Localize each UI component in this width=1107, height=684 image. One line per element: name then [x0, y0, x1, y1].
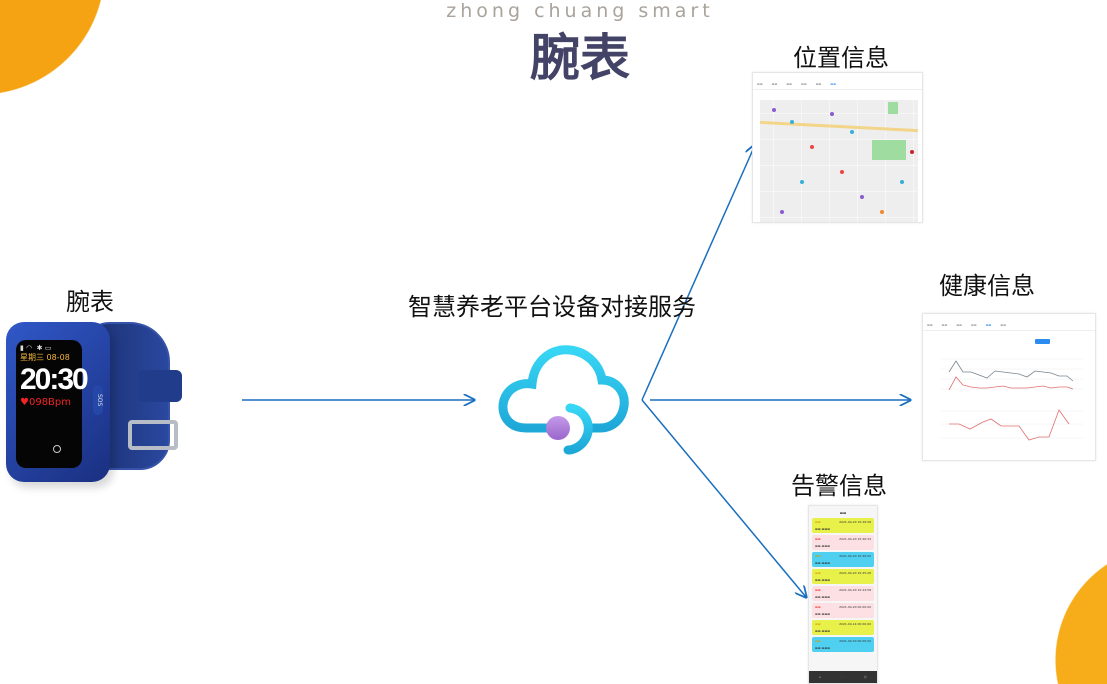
alarm-list-item: ▬▬2021-04-14 00:00:00▬▬ ▬▬▬ [812, 620, 874, 635]
alarm-time: 2021-04-20 15:26:58 [839, 520, 871, 524]
decorative-corner-top-left [0, 0, 106, 95]
alarm-time: 2021-04-20 15:24:58 [839, 588, 871, 592]
alarm-icon: ♡ [841, 675, 844, 679]
watch-weekday: 星期三 [20, 353, 44, 362]
cloud-service-icon [498, 345, 629, 455]
home-icon: ⌂ [819, 675, 821, 679]
location-map-screenshot: ▬▬▬▬▬▬▬▬▬▬▬▬ [752, 72, 923, 223]
sos-button: SOS [93, 385, 103, 415]
alarm-list-screenshot: ▬▬ ▬▬2021-04-20 15:26:58▬▬ ▬▬▬▬▬2021-04-… [808, 505, 878, 684]
watch-date: 08-08 [46, 353, 70, 362]
watch-heart-rate: 098Bpm [28, 397, 72, 408]
page-title: 腕表 [530, 29, 630, 87]
alarm-time: 2021-04-20 15:26:05 [839, 554, 871, 558]
alarm-time: 2021-04-20 00:00:00 [839, 639, 871, 643]
thumb-tabs: ▬▬▬▬▬▬▬▬▬▬▬▬ [753, 82, 922, 90]
alarm-list: ▬▬2021-04-20 15:26:58▬▬ ▬▬▬ ▬▬2021-04-20 … [809, 518, 877, 652]
watch-time: 20:30 [20, 363, 89, 396]
alarm-list-item: ▬▬2021-04-20 15:26:34▬▬ ▬▬▬ [812, 535, 874, 550]
health-mini-charts [941, 358, 1083, 441]
service-label: 智慧养老平台设备对接服务 [408, 293, 696, 321]
heart-icon: ♥ [20, 397, 29, 408]
search-button [1035, 339, 1050, 344]
watch-buckle [128, 420, 178, 450]
alarm-time: 2021-04-20 15:26:34 [839, 537, 871, 541]
health-chart-screenshot: ▬▬▬▬▬▬▬▬▬▬▬▬ [922, 313, 1096, 461]
user-icon: ☺ [863, 675, 867, 679]
watch-strap-keeper [138, 370, 182, 402]
arrow-to-alarm [641, 399, 806, 597]
home-button-icon [53, 445, 61, 453]
watch-screen: ▮ ◠ ✱ ▭ 星期三 08-08 20:30 ♥098Bpm [16, 340, 89, 468]
thumb-header [753, 73, 922, 82]
alarm-time: 2021-04-14 00:00:00 [839, 622, 871, 626]
brand-subtitle: zhong chuang smart [446, 0, 714, 22]
alarm-time: 2021-04-20 15:25:28 [839, 571, 871, 575]
signal-wifi-bluetooth-battery-icon: ▮ ◠ ✱ ▭ [20, 344, 52, 352]
arrow-to-location [641, 145, 755, 401]
alarm-list-item: ▬▬2021-04-20 00:00:00▬▬ ▬▬▬ [812, 603, 874, 618]
bottom-nav: ⌂ ♡ ☺ [809, 671, 877, 683]
location-info-label: 位置信息 [793, 44, 889, 72]
map-view [760, 100, 918, 222]
health-info-label: 健康信息 [939, 272, 1035, 300]
watch-label: 腕表 [66, 288, 114, 316]
alarm-list-item: ▬▬2021-04-20 15:26:58▬▬ ▬▬▬ [812, 518, 874, 533]
alarm-list-item: ▬▬2021-04-20 15:25:28▬▬ ▬▬▬ [812, 569, 874, 584]
alarm-time: 2021-04-20 00:00:00 [839, 605, 871, 609]
alarm-info-label: 告警信息 [791, 472, 887, 500]
decorative-corner-bottom-right [1055, 545, 1107, 684]
alarm-list-item: ▬▬2021-04-20 00:00:00▬▬ ▬▬▬ [812, 637, 874, 652]
alarm-list-item: ▬▬2021-04-20 15:24:58▬▬ ▬▬▬ [812, 586, 874, 601]
alarm-list-item: ▬▬2021-04-20 15:26:05▬▬ ▬▬▬ [812, 552, 874, 567]
